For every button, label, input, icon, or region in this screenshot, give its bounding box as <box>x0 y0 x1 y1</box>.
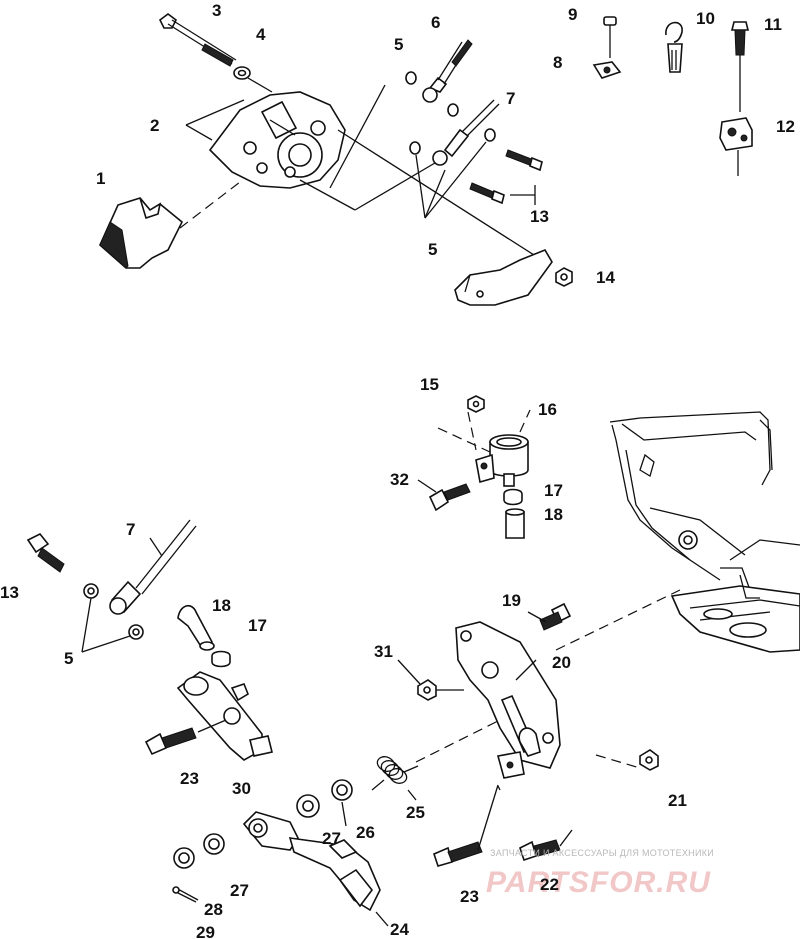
callout-31: 31 <box>374 642 393 661</box>
callout-2: 2 <box>150 116 159 135</box>
callout-26: 26 <box>356 823 375 842</box>
return-spring <box>371 756 419 791</box>
callout-21: 21 <box>668 791 687 810</box>
bolt-23-center <box>433 841 483 867</box>
cotter-pin-28 <box>172 886 199 903</box>
nut-31 <box>417 679 437 701</box>
callout-18-lower: 18 <box>212 596 231 615</box>
callout-19: 19 <box>502 591 521 610</box>
washer-26 <box>331 779 353 801</box>
banjo-washer <box>405 71 496 155</box>
pin-9 <box>603 16 617 58</box>
callout-20: 20 <box>552 653 571 672</box>
hose-18-lower <box>177 605 215 651</box>
callout-5-lower: 5 <box>64 649 73 668</box>
brake-line-7 <box>109 519 197 615</box>
callout-24: 24 <box>390 920 409 939</box>
bolt-22 <box>519 839 561 862</box>
callout-17-mid: 17 <box>544 481 563 500</box>
fluid-reservoir <box>475 434 529 487</box>
washer <box>233 66 251 80</box>
callout-10: 10 <box>696 9 715 28</box>
callout-14: 14 <box>596 268 615 287</box>
callout-4: 4 <box>256 25 266 44</box>
mounting-plate <box>455 621 561 779</box>
callout-18-mid: 18 <box>544 505 563 524</box>
callout-8: 8 <box>553 53 562 72</box>
callout-28: 28 <box>204 900 223 919</box>
clip-8 <box>592 61 622 79</box>
callout-27-upper: 27 <box>322 829 341 848</box>
nut-14 <box>555 267 573 287</box>
nut-21 <box>639 749 659 771</box>
brake-hose-lower <box>432 99 500 166</box>
brake-pad <box>99 197 184 269</box>
callout-30: 30 <box>232 779 251 798</box>
bolt-19 <box>539 602 572 631</box>
master-cylinder <box>176 671 273 761</box>
washers-27-lower <box>173 833 225 869</box>
bolt-32 <box>428 483 471 512</box>
callout-7-lower: 7 <box>126 520 135 539</box>
banjo-bolt <box>469 149 543 205</box>
bushing-27-upper <box>296 794 320 818</box>
watermark-brand: PARTSFOR.RU <box>486 866 711 899</box>
bolt-13-lower <box>26 532 65 573</box>
hose-clamp <box>503 488 523 506</box>
brake-hose-upper <box>422 39 473 103</box>
callout-23-center: 23 <box>460 887 479 906</box>
long-bolt <box>158 13 237 67</box>
callout-27-lower: 27 <box>230 881 249 900</box>
callout-1: 1 <box>96 169 105 188</box>
callout-13-upper: 13 <box>530 207 549 226</box>
cotter-clip-10 <box>665 21 683 73</box>
callout-9: 9 <box>568 5 577 24</box>
callout-12: 12 <box>776 117 795 136</box>
block-12 <box>719 117 753 176</box>
callout-7-upper: 7 <box>506 89 515 108</box>
clamp-17-lower <box>211 650 231 668</box>
callout-13-lower: 13 <box>0 583 19 602</box>
callout-3: 3 <box>212 1 221 20</box>
callout-22: 22 <box>540 875 559 894</box>
watermark-tagline: ЗАПЧАСТИ И АКСЕССУАРЫ ДЛЯ МОТОТЕХНИКИ <box>490 848 714 858</box>
mounting-bracket <box>454 249 553 306</box>
bolt-23-lower <box>144 727 197 756</box>
callout-6: 6 <box>431 13 440 32</box>
callout-5-mid: 5 <box>428 240 437 259</box>
callout-25: 25 <box>406 803 425 822</box>
callout-32: 32 <box>390 470 409 489</box>
callout-29: 29 <box>196 923 215 939</box>
brake-pedal <box>242 811 381 912</box>
caliper-body <box>208 91 346 189</box>
callout-11: 11 <box>764 15 782 34</box>
nut-15 <box>467 395 485 413</box>
callout-23-lower: 23 <box>180 769 199 788</box>
callout-15: 15 <box>420 375 439 394</box>
hose-18 <box>505 508 525 539</box>
callout-17-lower: 17 <box>248 616 267 635</box>
callout-5-upper: 5 <box>394 35 403 54</box>
screw-11 <box>730 21 750 112</box>
callout-16: 16 <box>538 400 557 419</box>
vehicle-frame <box>609 411 800 653</box>
